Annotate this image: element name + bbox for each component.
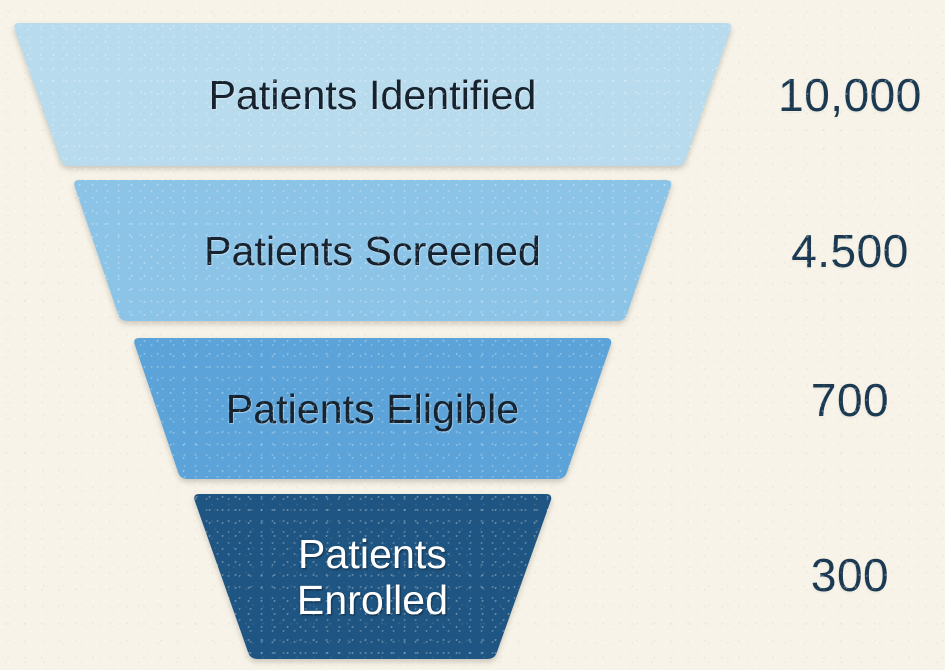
funnel-stage-label: Patients Eligible [225, 385, 520, 432]
funnel-stage-label: Patients Identified [208, 71, 537, 118]
funnel-stage-label: Patients Enrolled [296, 530, 449, 623]
funnel-stage-value: 4.500 [791, 225, 909, 277]
funnel-segment-shape [120, 335, 625, 483]
funnel-stage-label: Patients Screened [204, 227, 541, 274]
funnel-stage-value: 300 [810, 549, 890, 601]
funnel-stage-value: 700 [810, 374, 890, 426]
funnel-segment-shape [180, 491, 565, 663]
funnel-stage-patients-identified[interactable]: Patients Identified [0, 20, 745, 170]
funnel-segment-shape [60, 177, 685, 325]
funnel-stage-patients-screened[interactable]: Patients Screened [60, 177, 685, 325]
funnel-segment-shape [0, 20, 745, 170]
funnel-stage-patients-eligible[interactable]: Patients Eligible [120, 335, 625, 483]
funnel-stage-patients-enrolled[interactable]: Patients Enrolled [180, 491, 565, 663]
funnel-stage-value: 10,000 [778, 69, 922, 121]
